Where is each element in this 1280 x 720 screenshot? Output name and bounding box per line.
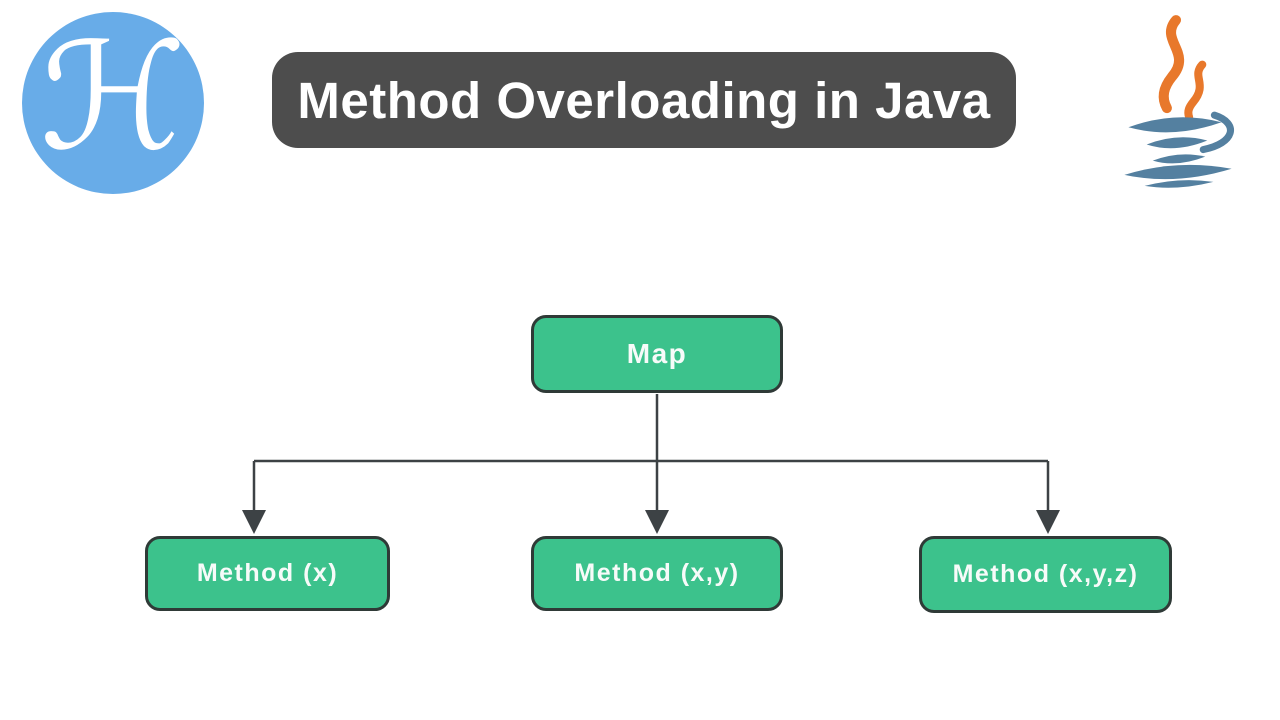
java-coffee-cup-icon [1124, 15, 1234, 188]
arrowhead-middle [645, 510, 669, 534]
node-label: Method (x) [196, 559, 339, 587]
node-label: Map [626, 338, 688, 369]
flowchart-node-method-xy: Method (x,y) [531, 536, 783, 611]
brand-logo: ℋ [22, 12, 204, 194]
title-banner: Method Overloading in Java [272, 52, 1016, 148]
arrowhead-right [1036, 510, 1060, 534]
node-label: Method (x,y,z) [952, 560, 1139, 588]
brand-monogram-icon: ℋ [39, 11, 187, 183]
flowchart-node-method-xyz: Method (x,y,z) [919, 536, 1172, 613]
flowchart-node-method-x: Method (x) [145, 536, 390, 611]
page-title: Method Overloading in Java [297, 71, 991, 129]
node-label: Method (x,y) [574, 559, 740, 587]
arrowhead-left [242, 510, 266, 534]
flowchart-node-map: Map [531, 315, 783, 393]
